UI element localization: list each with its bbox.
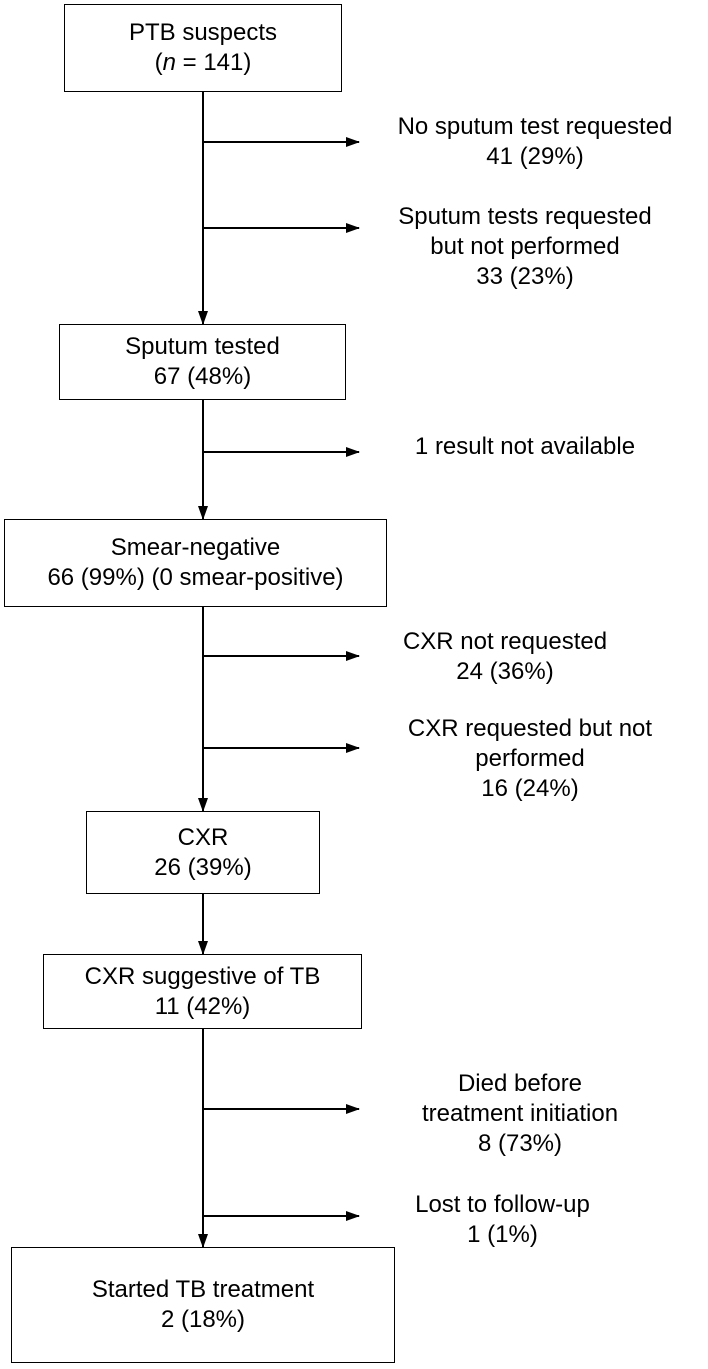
result-not-available-label: 1 result not available xyxy=(414,433,636,460)
cxr-count: 26 (39%) xyxy=(154,853,252,881)
cxr-suggestive-box: CXR suggestive of TB 11 (42%) xyxy=(43,954,362,1029)
sputum-tested-count: 67 (48%) xyxy=(153,363,252,390)
started-treatment-label: Started TB treatment xyxy=(91,1276,315,1303)
smear-negative-count: 66 (99%) (0 smear-positive) xyxy=(47,564,344,591)
died-before-treatment-label: Died before treatment initiation 8 (73%) xyxy=(421,1070,619,1157)
cxr-suggestive-label: CXR suggestive of TB xyxy=(84,962,321,990)
cxr-not-performed-label: CXR requested but not performed 16 (24%) xyxy=(407,715,653,802)
cxr-suggestive-count: 11 (42%) xyxy=(154,992,251,1020)
started-treatment-box: Started TB treatment 2 (18%) xyxy=(11,1247,395,1363)
started-treatment-count: 2 (18%) xyxy=(160,1306,246,1333)
sputum-tested-label: Sputum tested xyxy=(125,333,280,360)
smear-negative-box: Smear-negative 66 (99%) (0 smear-positiv… xyxy=(4,519,387,607)
ptb-suspects-count: (n = 141) xyxy=(154,49,252,76)
sputum-not-performed-label: Sputum tests requested but not performed… xyxy=(398,203,652,290)
ptb-suspects-box: PTB suspects (n = 141) xyxy=(64,4,342,92)
cxr-box: CXR 26 (39%) xyxy=(86,811,320,894)
n-value: = 141 xyxy=(175,49,244,76)
no-sputum-test-label: No sputum test requested 41 (29%) xyxy=(397,113,673,170)
lost-to-followup-label: Lost to follow-up 1 (1%) xyxy=(415,1191,590,1248)
cxr-label: CXR xyxy=(177,823,229,851)
ptb-suspects-label: PTB suspects xyxy=(128,19,278,46)
smear-negative-label: Smear-negative xyxy=(110,534,281,561)
n-symbol: n xyxy=(162,49,176,76)
sputum-tested-box: Sputum tested 67 (48%) xyxy=(59,324,346,400)
cxr-not-requested-label: CXR not requested 24 (36%) xyxy=(402,628,608,685)
